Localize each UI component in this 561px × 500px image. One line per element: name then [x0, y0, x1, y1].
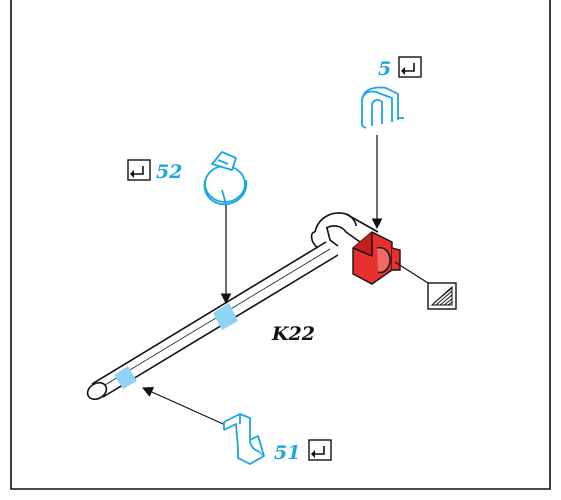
- clip-band-51: [114, 366, 137, 389]
- shaft: [86, 212, 379, 401]
- leader-line-hatch: [394, 261, 429, 284]
- clip-part-51: [223, 413, 265, 465]
- part-label-52: 52: [156, 161, 182, 183]
- red-coupler: [352, 231, 401, 285]
- part-label-51: 51: [274, 442, 300, 464]
- clip-part-5: [361, 86, 404, 129]
- clip-band-52: [213, 303, 238, 330]
- part-label-5: 5: [378, 58, 391, 80]
- grease-hatch-icon: [427, 282, 457, 310]
- snap-icon: [127, 159, 151, 181]
- leader-arrow-51: [142, 387, 233, 429]
- snap-icon: [398, 56, 422, 78]
- snap-icon: [308, 439, 332, 461]
- diagram-border: [10, 0, 551, 490]
- model-label: K22: [271, 323, 315, 345]
- clip-part-52: [203, 151, 248, 206]
